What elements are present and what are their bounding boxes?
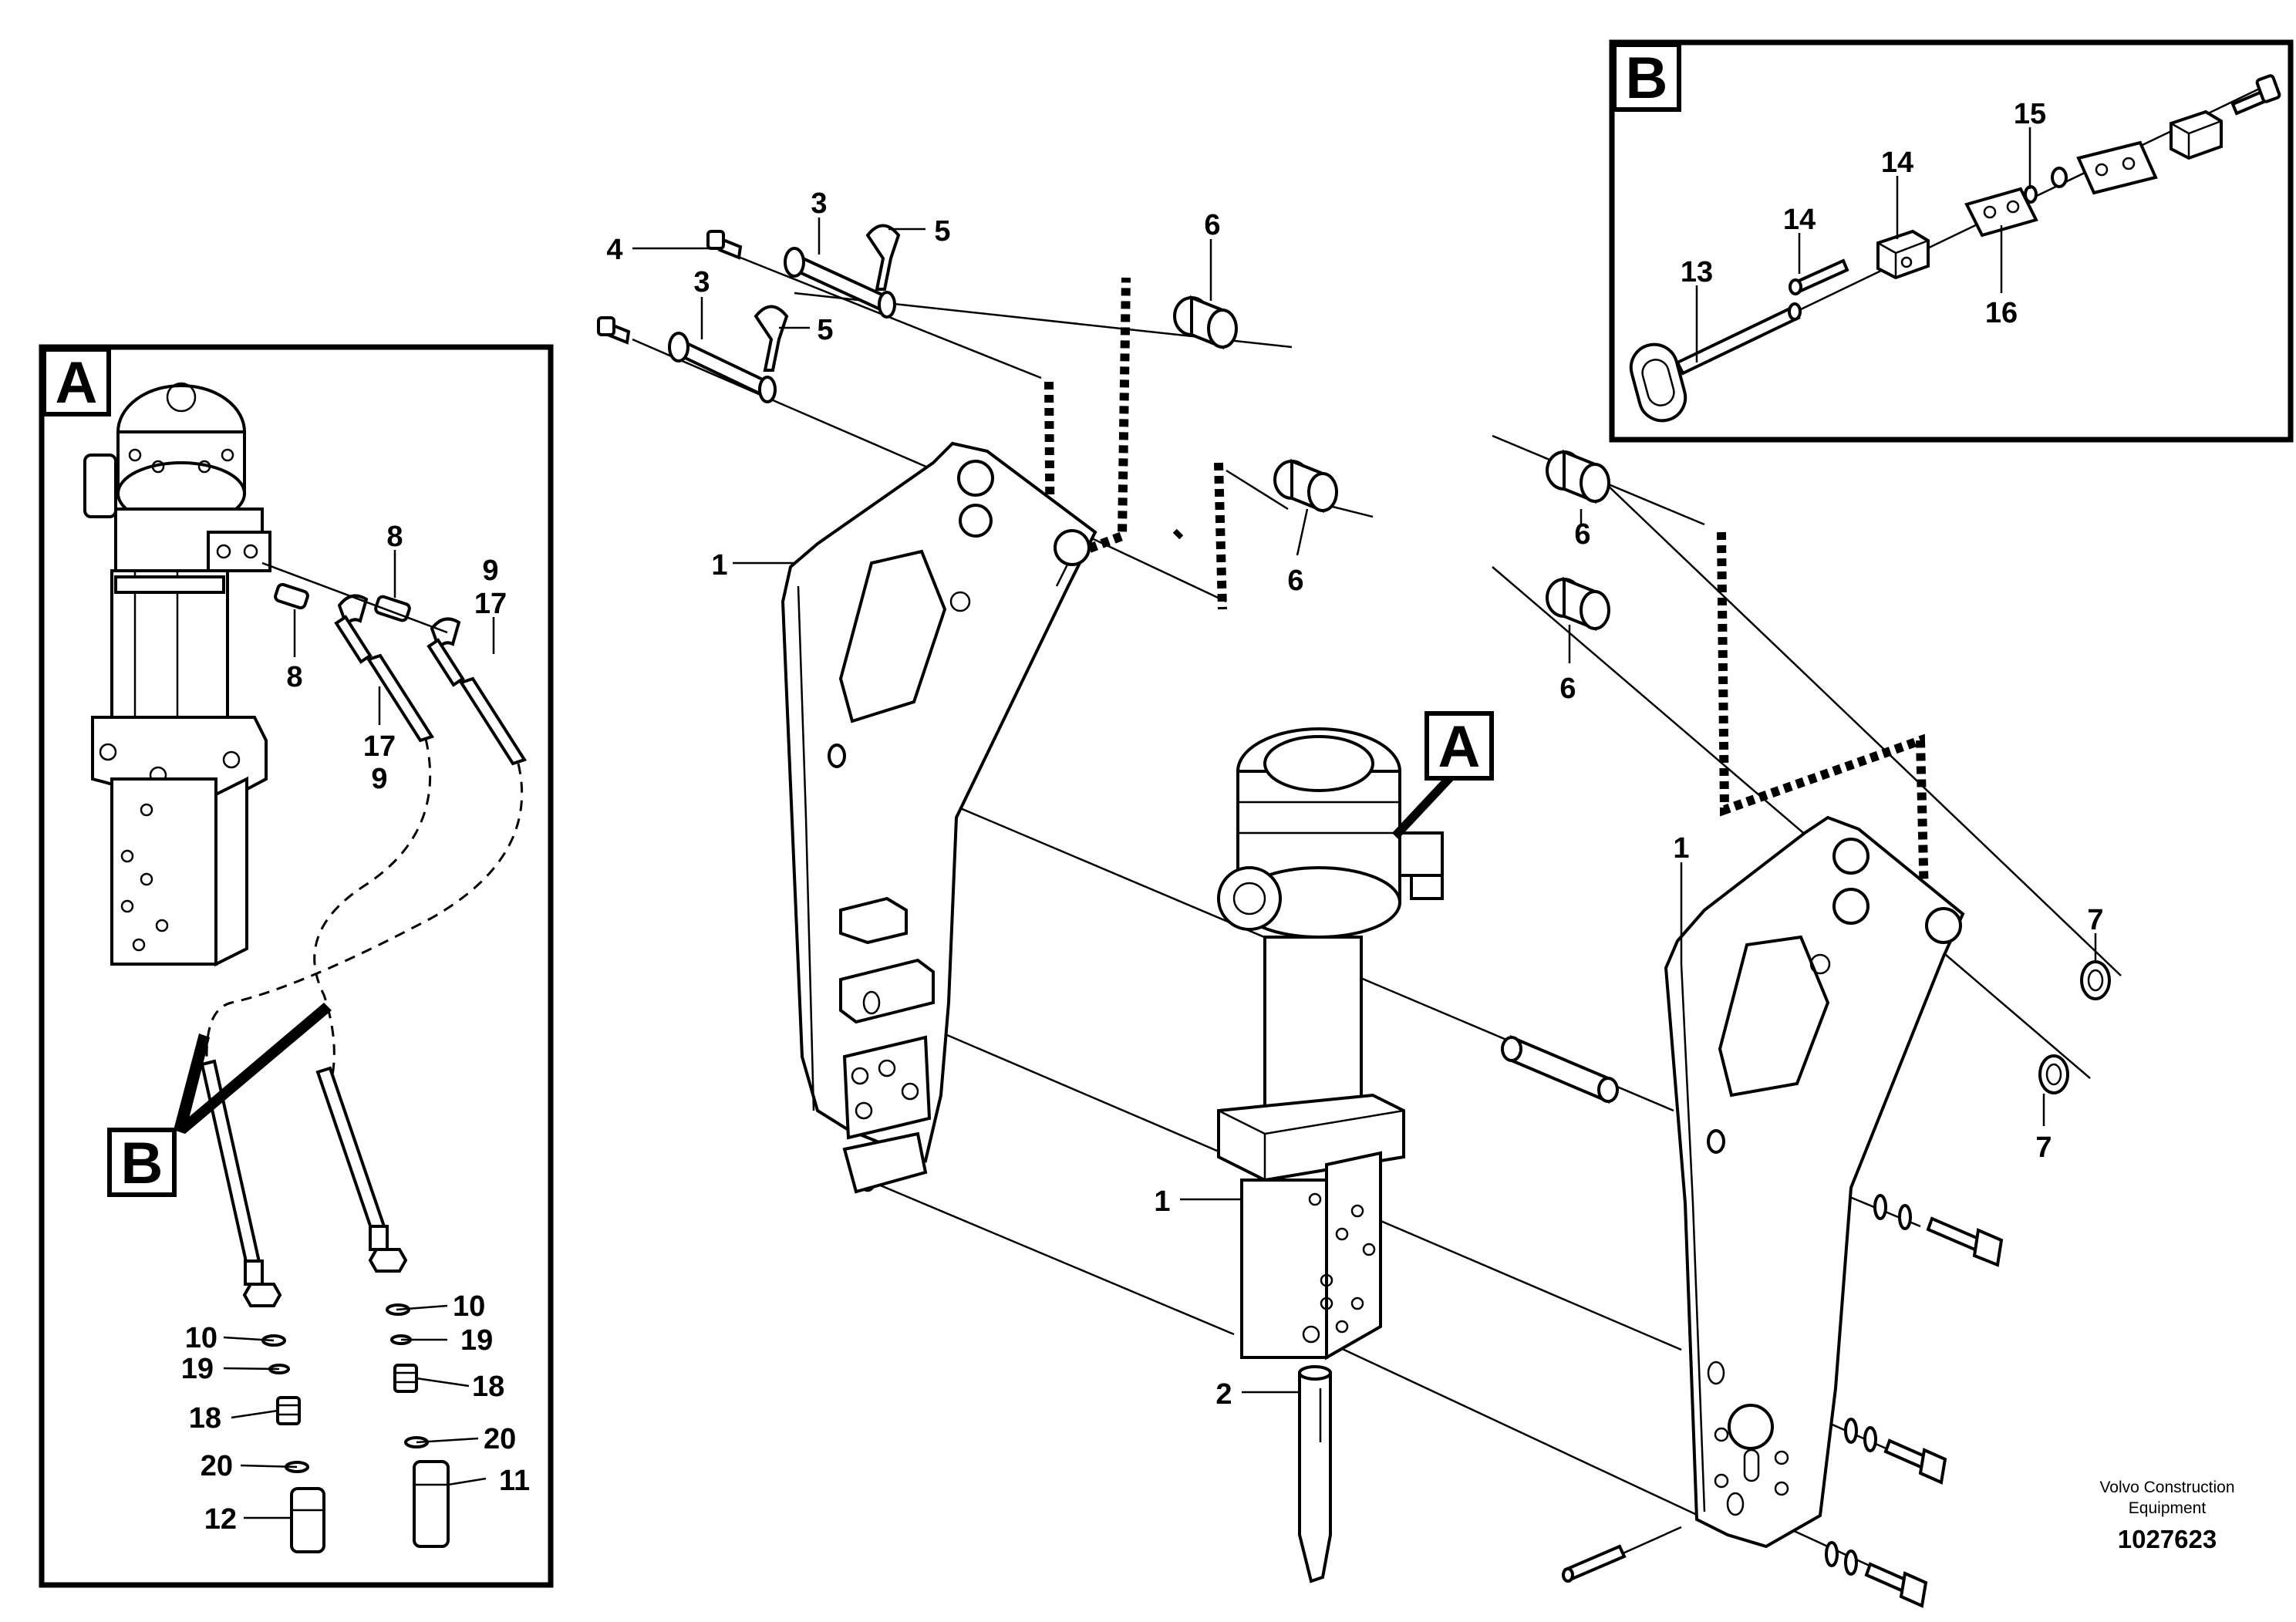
label-19-right: 19	[460, 1324, 493, 1357]
label-8-upper: 8	[386, 521, 403, 553]
label-20-right: 20	[484, 1423, 516, 1455]
document-number: 1027623	[2118, 1525, 2217, 1553]
label-10-left: 10	[185, 1322, 217, 1354]
label-2: 2	[1215, 1378, 1232, 1411]
bushing-6-c	[1546, 450, 1610, 504]
nut-rear	[2051, 167, 2068, 188]
label-17-upper: 17	[474, 588, 507, 620]
label-6-middle: 6	[1287, 565, 1303, 597]
label-18-left: 18	[189, 1402, 221, 1435]
bushing-6-d	[1546, 577, 1610, 631]
pin-3-upper	[784, 247, 896, 319]
block-rear	[2170, 110, 2223, 160]
label-9-upper: 9	[482, 555, 498, 587]
label-13: 13	[1681, 256, 1713, 288]
hose-lower-right	[315, 1066, 408, 1273]
label-6-upper: 6	[1204, 209, 1220, 241]
hammer-valve-assembly	[83, 382, 271, 967]
label-18-right: 18	[472, 1371, 504, 1403]
callout-b-panel-a: B	[107, 1003, 332, 1197]
coupling-12	[290, 1487, 325, 1553]
callout-a-main: A	[1392, 711, 1494, 839]
label-3-upper: 3	[811, 187, 827, 220]
plate-rear	[2076, 140, 2158, 195]
roll-pin	[1562, 1544, 1627, 1583]
bracket-1-left	[781, 441, 1097, 1194]
hydraulic-hammer	[1217, 727, 1444, 1361]
pin-3-lower	[668, 332, 777, 403]
bushing-6-b	[1273, 459, 1338, 513]
label-14-left: 14	[1783, 204, 1816, 236]
plate-16	[1964, 187, 2038, 238]
bushing-6-a	[1173, 295, 1238, 349]
grease-nipple-4-upper	[706, 230, 743, 260]
lock-pin-5-lower	[754, 305, 789, 372]
nipple-18-right	[393, 1364, 418, 1393]
publisher-credit: Volvo Construction Equipment 1027623	[2099, 1479, 2234, 1553]
hose-lower-left	[200, 1059, 282, 1307]
pin-with-handle-13	[1629, 302, 1802, 423]
detail-panel-b: B	[1609, 39, 2294, 443]
grease-nipple-4-lower	[597, 316, 631, 345]
lock-pin-5-upper	[865, 224, 901, 291]
fitting-8-right	[374, 595, 411, 622]
hidden-connector-lines	[1044, 277, 1929, 899]
label-4: 4	[606, 234, 622, 266]
hose-path-right	[205, 763, 524, 1081]
label-5-lower: 5	[817, 314, 833, 346]
credit-line-2: Equipment	[2129, 1499, 2207, 1517]
label-7-lower: 7	[2035, 1131, 2052, 1164]
bolt-set-middle	[1844, 1418, 1947, 1485]
label-5-upper: 5	[934, 215, 950, 248]
elbow-fitting-17-left	[334, 594, 373, 664]
hose-path-left	[313, 738, 432, 1081]
label-9-lower: 9	[371, 763, 387, 795]
elbow-fitting-17-right	[426, 617, 465, 687]
washer-7-upper	[2080, 960, 2111, 1000]
panel-a-letter: A	[56, 350, 98, 416]
bolt-set-lower	[1825, 1541, 1928, 1608]
coupling-11	[413, 1460, 450, 1548]
chisel-2	[1298, 1365, 1332, 1583]
label-1-right-bracket: 1	[1673, 832, 1689, 865]
label-20-left: 20	[201, 1450, 233, 1482]
nipple-18-left	[276, 1396, 301, 1425]
panel-b-letter: B	[1626, 46, 1668, 111]
fitting-8-left	[274, 582, 309, 610]
bolt-rear	[2230, 74, 2281, 116]
label-15: 15	[2014, 98, 2046, 130]
label-17-lower: 17	[363, 730, 396, 763]
label-1-hammer: 1	[1154, 1185, 1170, 1218]
block-14	[1876, 229, 1930, 280]
bracket-1-right	[1664, 815, 1965, 1549]
callout-a-letter: A	[1438, 714, 1481, 780]
label-3-lower: 3	[693, 266, 710, 298]
bolt-14-small	[1789, 258, 1849, 295]
detail-panel-a: A	[39, 344, 554, 1588]
label-10-right: 10	[453, 1290, 485, 1323]
label-1-left-bracket: 1	[711, 549, 727, 582]
main-leader-lines	[632, 218, 2097, 1394]
spacer-rod	[1501, 1034, 1619, 1104]
callout-b-letter: B	[121, 1131, 164, 1196]
bolt-set-upper	[1873, 1194, 2004, 1267]
washer-7-lower	[2038, 1054, 2069, 1094]
label-14-right: 14	[1881, 147, 1913, 179]
label-12: 12	[204, 1503, 237, 1536]
label-6-right-upper: 6	[1574, 518, 1590, 551]
label-11: 11	[499, 1465, 530, 1497]
label-6-right-lower: 6	[1559, 673, 1576, 705]
credit-line-1: Volvo Construction	[2099, 1479, 2234, 1496]
label-16: 16	[1985, 297, 2018, 329]
label-19-left: 19	[181, 1353, 214, 1385]
label-7-upper: 7	[2087, 904, 2103, 936]
label-8-lower: 8	[286, 661, 302, 693]
